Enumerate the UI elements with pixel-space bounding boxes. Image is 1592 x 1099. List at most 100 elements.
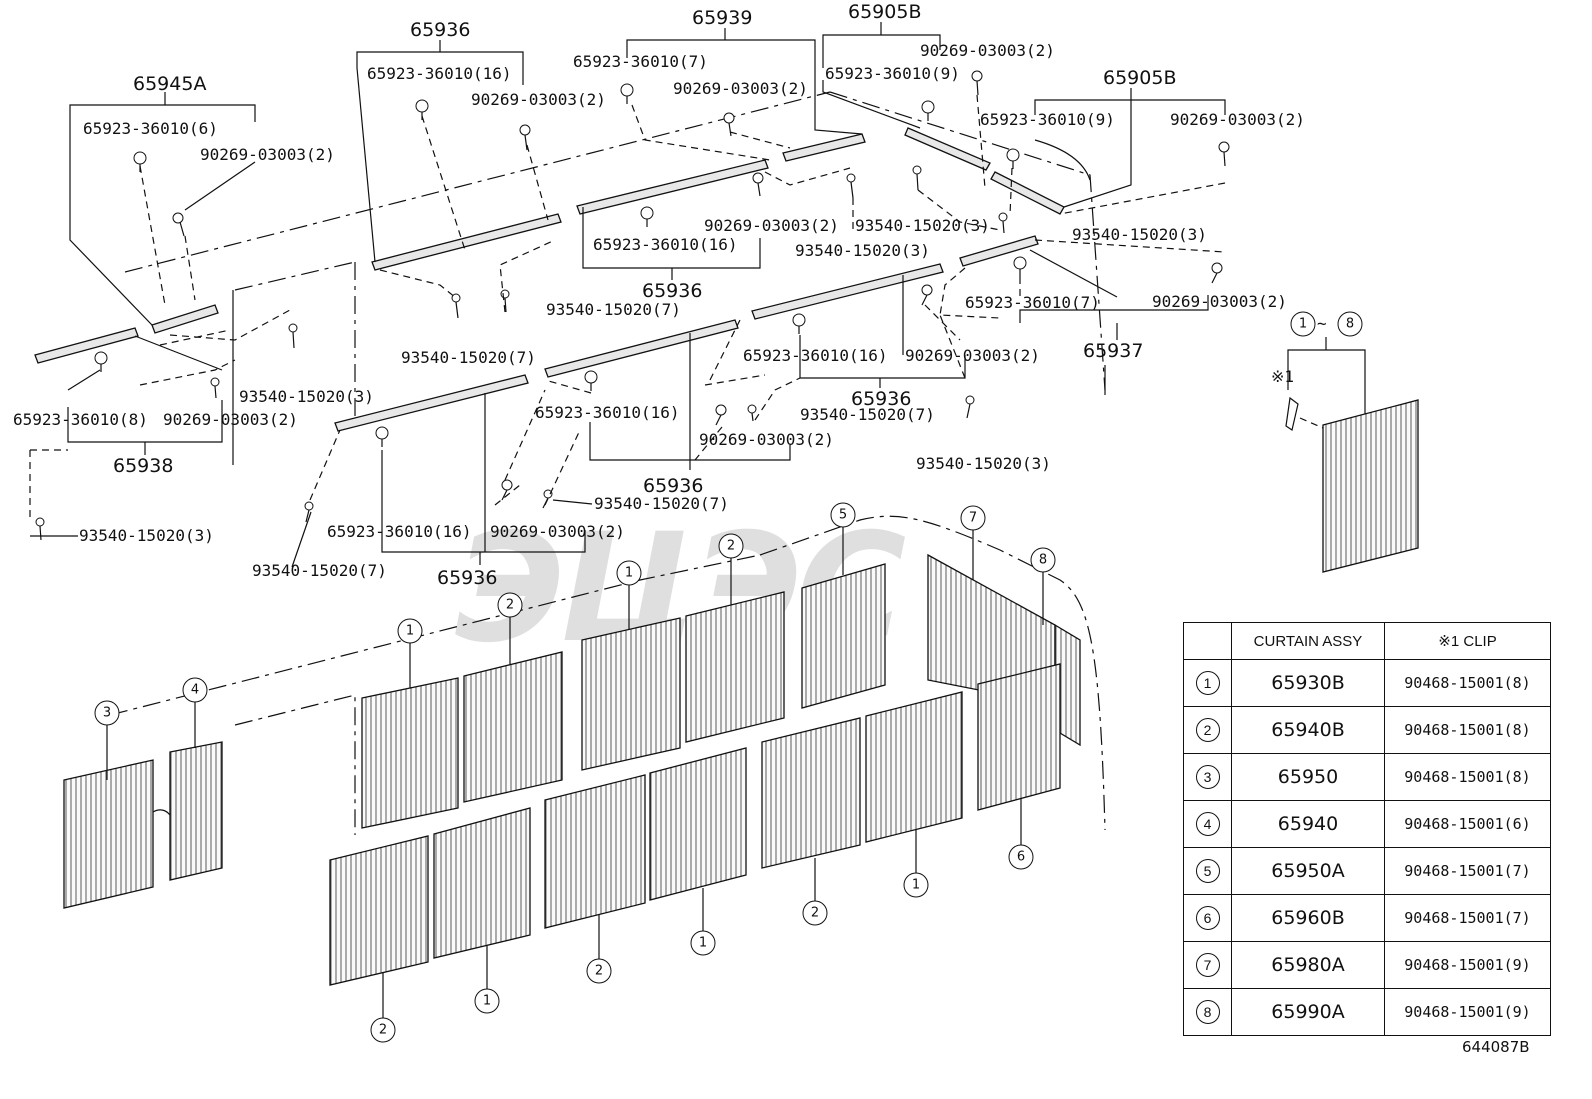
group-label: 65945A	[133, 73, 206, 95]
legend-assy-cell: 65990A	[1231, 988, 1385, 1036]
group-label: 65936	[410, 19, 470, 41]
screw-icon	[210, 377, 220, 399]
clip-icon	[584, 370, 598, 391]
reference-code: 644087B	[1462, 1038, 1530, 1056]
curtain-panel-2d	[544, 774, 646, 929]
screw-icon	[715, 404, 727, 426]
legend-num-cell: 4	[1183, 800, 1232, 848]
legend-header-row: CURTAIN ASSY ※1 CLIP	[1183, 622, 1551, 660]
rail-65936-right	[751, 263, 944, 320]
part-label: 93540-15020(3)	[916, 454, 1051, 473]
svg-text:2: 2	[811, 906, 819, 921]
callout-8: 8	[1030, 547, 1056, 625]
svg-text:2: 2	[727, 539, 735, 554]
svg-text:1: 1	[406, 624, 414, 639]
group-labels: 65945A 65936 65939 65905B 65905B 65938 6…	[113, 1, 1176, 589]
screw-icon	[747, 404, 757, 422]
callout-1: 1	[903, 830, 929, 898]
callout-8: 8	[1337, 311, 1363, 337]
screw-icon	[723, 112, 735, 137]
group-label: 65936	[851, 388, 911, 410]
part-label: 93540-15020(7)	[800, 405, 935, 424]
svg-text:6: 6	[1017, 850, 1025, 865]
curtain-panel-1e	[865, 691, 963, 843]
curtain-panel-2e	[761, 717, 861, 869]
part-label: 90269-03003(2)	[163, 410, 298, 429]
callout-1: 1	[397, 618, 423, 688]
clip-icon	[640, 206, 654, 227]
callout-3: 3	[94, 700, 120, 780]
part-label: 65923-36010(6)	[83, 119, 218, 138]
part-label: 90269-03003(2)	[673, 79, 808, 98]
clip-icon	[1013, 256, 1027, 277]
part-label: 90269-03003(2)	[920, 41, 1055, 60]
legend-clip-cell: 90468-15001(7)	[1384, 847, 1551, 895]
part-labels: 65923-36010(6) 90269-03003(2) 65923-3601…	[13, 41, 1327, 580]
part-label: 65923-36010(7)	[573, 52, 708, 71]
legend-num-cell: 2	[1183, 706, 1232, 754]
part-label: 93540-15020(3)	[79, 526, 214, 545]
svg-text:7: 7	[969, 511, 977, 526]
curtain-panel-2a	[463, 651, 563, 803]
svg-text:1: 1	[699, 936, 707, 951]
rail-65945A	[151, 304, 219, 334]
part-label: 65923-36010(16)	[593, 235, 738, 254]
screw-icon	[912, 165, 922, 191]
legend-header-clip: ※1 CLIP	[1384, 622, 1551, 660]
svg-text:5: 5	[839, 508, 847, 523]
legend-num: 4	[1195, 812, 1220, 836]
legend-num: 7	[1195, 953, 1220, 977]
legend-assy-cell: 65960B	[1231, 894, 1385, 942]
group-label: 65936	[642, 280, 702, 302]
legend-clip-cell: 90468-15001(9)	[1384, 941, 1551, 989]
curtain-panel-3	[63, 759, 154, 909]
svg-text:2: 2	[595, 964, 603, 979]
legend-assy-cell: 65950	[1231, 753, 1385, 801]
curtain-panel-1a	[361, 677, 459, 829]
svg-text:8: 8	[1346, 317, 1354, 332]
part-label: 90269-03003(2)	[905, 346, 1040, 365]
part-label: 65923-36010(7)	[965, 293, 1100, 312]
screw-icon	[172, 212, 185, 237]
curtain-panel-6	[977, 663, 1061, 811]
legend-num: 2	[1195, 718, 1220, 742]
screw-icon	[304, 501, 314, 523]
legend-num: 3	[1195, 765, 1220, 789]
legend-clip-cell: 90468-15001(7)	[1384, 894, 1551, 942]
legend-clip-cell: 90468-15001(8)	[1384, 706, 1551, 754]
clip-note-label: ※1	[1271, 367, 1294, 386]
part-label: 90269-03003(2)	[704, 216, 839, 235]
callout-6: 6	[1008, 798, 1034, 870]
rail-65936-mid	[544, 319, 739, 378]
screw-icon	[965, 395, 975, 419]
part-label: 93540-15020(7)	[546, 300, 681, 319]
legend-num: 1	[1195, 671, 1220, 695]
callout-1: 1	[690, 888, 716, 956]
part-label: 90269-03003(2)	[1152, 292, 1287, 311]
part-label: 93540-15020(3)	[1072, 225, 1207, 244]
legend-assy-cell: 65980A	[1231, 941, 1385, 989]
callout-4: 4	[182, 677, 208, 748]
callout-5: 5	[830, 502, 856, 575]
legend-clip-cell: 90468-15001(9)	[1384, 988, 1551, 1036]
screw-icon	[501, 479, 513, 501]
legend-num-cell: 3	[1183, 753, 1232, 801]
curtain-panels	[63, 396, 1419, 986]
svg-text:1: 1	[625, 566, 633, 581]
group-label: 65905B	[848, 1, 921, 23]
screw-icon	[451, 293, 461, 319]
legend-num-cell: 7	[1183, 941, 1232, 989]
part-label: 93540-15020(3)	[855, 216, 990, 235]
part-label: 90269-03003(2)	[200, 145, 335, 164]
clip-icon	[1006, 148, 1020, 169]
legend-num-cell: 1	[1183, 659, 1232, 707]
part-label: 65923-36010(16)	[367, 64, 512, 83]
screw-icon	[971, 70, 983, 96]
rail-65939-a	[576, 159, 769, 215]
part-label: 93540-15020(3)	[795, 241, 930, 260]
